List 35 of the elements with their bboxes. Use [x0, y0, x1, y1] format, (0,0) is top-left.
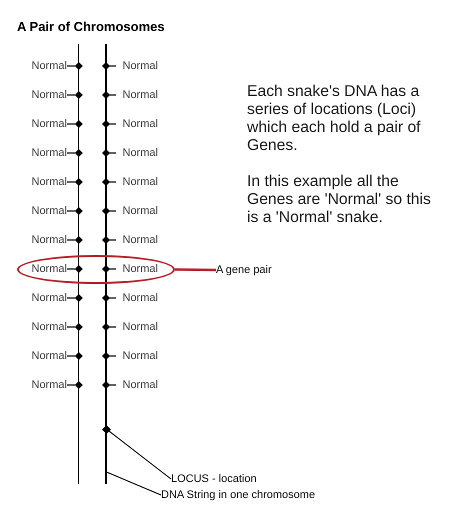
gene-label: Normal [32, 146, 67, 160]
callout-label: DNA String in one chromosome [161, 488, 316, 502]
gene-label: Normal [122, 204, 158, 218]
gene-label: Normal [32, 350, 67, 362]
gene-label: Normal [122, 176, 158, 188]
gene-label: Normal [32, 292, 67, 304]
gene-label: Normal [122, 292, 158, 304]
gene-label: Normal [122, 378, 158, 392]
leader-line [106, 472, 162, 496]
gene-label: Normal [32, 234, 67, 246]
gene-label: Normal [122, 350, 158, 362]
gene-label: Normal [32, 204, 67, 218]
gene-label: Normal [122, 320, 158, 334]
gene-label: Normal [32, 176, 67, 188]
gene-label: Normal [32, 118, 67, 130]
gene-label: Normal [122, 234, 158, 246]
description-paragraph: Each snake's DNA has a series of locations (Loci) which each hold a pair of Genes. [247, 83, 422, 155]
diamond-marker-icon [102, 424, 110, 434]
gene-label: Normal [122, 118, 158, 130]
gene-label: Normal [122, 263, 158, 276]
gene-label: Normal [32, 320, 67, 334]
diagram-title: A Pair of Chromosomes [17, 19, 165, 35]
gene-label: Normal [122, 60, 158, 72]
gene-label: Normal [32, 378, 67, 392]
gene-label: Normal [122, 88, 158, 102]
gene-label: Normal [32, 60, 67, 72]
callout-label: A gene pair [216, 264, 272, 276]
chromosome-line [105, 44, 107, 484]
leader-line [174, 268, 216, 272]
callout-label: LOCUS - location [171, 472, 257, 486]
leader-line [108, 430, 172, 480]
gene-label: Normal [32, 88, 67, 102]
description-paragraph: In this example all the Genes are 'Normal' so this is a 'Normal' snake. [247, 173, 432, 227]
gene-label: Normal [32, 263, 67, 276]
gene-label: Normal [122, 146, 158, 160]
